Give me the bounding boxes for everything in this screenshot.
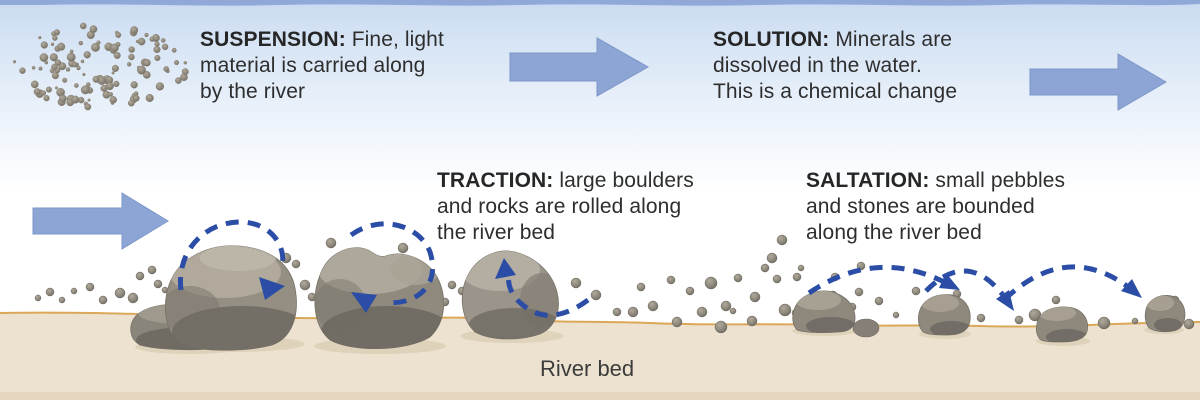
river-bed-label: River bed xyxy=(540,356,635,381)
suspension-text: Fine, light material is carried along by… xyxy=(200,28,444,104)
saltation-arrowhead-2-icon xyxy=(996,290,1014,311)
traction-roll-arrow-3-icon xyxy=(505,269,590,318)
boulder-1 xyxy=(164,245,297,351)
traction-roll-arrowheads xyxy=(259,258,516,313)
saltation-arrowhead-3-icon xyxy=(1121,279,1142,298)
traction-arrowhead-2-icon xyxy=(351,292,377,313)
saltation-arc-3-icon xyxy=(1003,264,1138,301)
suspension-keyword: SUSPENSION: xyxy=(200,28,346,51)
solution-keyword: SOLUTION: xyxy=(713,28,830,51)
suspension-particles xyxy=(12,22,189,111)
saltation-bounce-arrows xyxy=(807,264,1138,304)
pebbles xyxy=(34,234,1195,334)
traction-text: large boulders and rocks are rolled alon… xyxy=(437,169,694,245)
flow-arrow-top-right-icon xyxy=(1029,53,1167,111)
saltation-text: small pebbles and stones are bounded alo… xyxy=(806,169,1066,245)
traction-keyword: TRACTION: xyxy=(437,169,554,192)
flow-arrows xyxy=(32,37,1167,250)
saltation-arrowheads xyxy=(939,273,1142,311)
solution-label: SOLUTION: Minerals are dissolved in the … xyxy=(713,27,957,105)
saltation-rock-a xyxy=(792,290,856,333)
boulder-3 xyxy=(461,250,559,340)
flow-arrow-middle-left-icon xyxy=(32,192,169,250)
traction-roll-arrow-2-icon xyxy=(349,221,436,306)
boulder-2 xyxy=(314,247,445,350)
traction-roll-arrow-1-icon xyxy=(177,219,286,291)
saltation-arc-2-icon xyxy=(924,268,1011,304)
saltation-rock-c xyxy=(918,294,971,336)
traction-label: TRACTION: large boulders and rocks are r… xyxy=(437,168,694,246)
traction-roll-arrows xyxy=(177,219,590,318)
saltation-arrowhead-1-icon xyxy=(939,273,960,290)
riverbed-bottom-strip xyxy=(0,392,1200,400)
flow-arrow-top-center-icon xyxy=(509,37,650,97)
suspension-label: SUSPENSION: Fine, light material is carr… xyxy=(200,27,444,105)
saltation-rock-d xyxy=(1036,306,1089,343)
solution-text: Minerals are dissolved in the water. Thi… xyxy=(713,28,958,104)
traction-arrowhead-1-icon xyxy=(259,277,285,300)
saltation-rock-e xyxy=(1144,295,1186,333)
water-surface-line xyxy=(0,0,1200,6)
saltation-label: SALTATION: small pebbles and stones are … xyxy=(806,168,1065,246)
saltation-arc-1-icon xyxy=(807,264,952,296)
traction-arrowhead-3-icon xyxy=(495,258,516,279)
saltation-keyword: SALTATION: xyxy=(806,169,930,192)
saltation-rock-b xyxy=(852,318,880,338)
